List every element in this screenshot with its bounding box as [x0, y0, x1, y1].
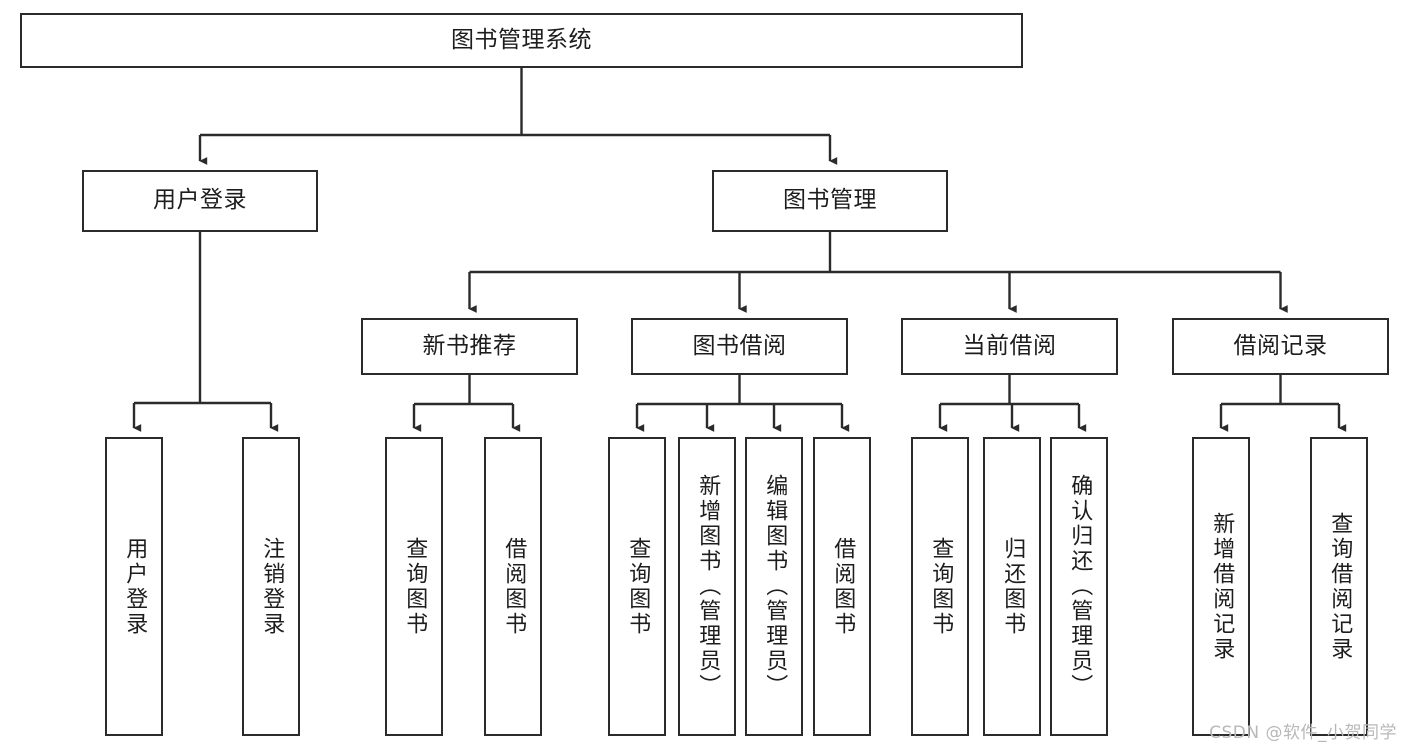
node-label: 图书管理: [783, 187, 877, 214]
node-label: 图书借阅: [692, 332, 787, 359]
node-label: 借阅图书: [501, 536, 527, 637]
node-label: 图书管理系统: [451, 26, 592, 53]
node-label: 新增借阅记录: [1209, 511, 1235, 662]
node-current-borrow[interactable]: 当前借阅: [901, 318, 1118, 375]
node-label: 用户登录: [153, 187, 247, 214]
node-leaf-query-record[interactable]: 查询借阅记录: [1310, 437, 1368, 736]
node-leaf-query-book-3[interactable]: 查询图书: [911, 437, 969, 736]
node-new-book-rec[interactable]: 新书推荐: [361, 318, 578, 375]
node-leaf-return-book[interactable]: 归还图书: [983, 437, 1041, 736]
node-label: 新增图书（管理员）: [695, 474, 721, 699]
watermark: CSDN @软件_小贺同学: [1209, 723, 1397, 743]
node-leaf-logout[interactable]: 注销登录: [242, 437, 300, 736]
node-label: 当前借阅: [962, 332, 1057, 359]
node-label: 借阅记录: [1233, 332, 1328, 359]
node-leaf-query-book-2[interactable]: 查询图书: [608, 437, 666, 736]
node-label: 查询图书: [928, 536, 954, 637]
node-leaf-user-login[interactable]: 用户登录: [105, 437, 163, 736]
node-root[interactable]: 图书管理系统: [20, 13, 1023, 68]
node-borrow-record[interactable]: 借阅记录: [1172, 318, 1389, 375]
node-leaf-add-record[interactable]: 新增借阅记录: [1192, 437, 1250, 736]
node-label: 新书推荐: [422, 332, 517, 359]
node-leaf-borrow-book-1[interactable]: 借阅图书: [484, 437, 542, 736]
node-label: 归还图书: [1000, 536, 1026, 637]
node-leaf-edit-book[interactable]: 编辑图书（管理员）: [745, 437, 803, 736]
node-label: 查询图书: [625, 536, 651, 637]
node-leaf-confirm-return[interactable]: 确认归还（管理员）: [1050, 437, 1108, 736]
node-leaf-add-book[interactable]: 新增图书（管理员）: [678, 437, 736, 736]
node-label: 用户登录: [122, 536, 148, 637]
node-leaf-borrow-book-2[interactable]: 借阅图书: [813, 437, 871, 736]
node-user-login[interactable]: 用户登录: [82, 170, 318, 232]
node-book-manage[interactable]: 图书管理: [712, 170, 948, 232]
node-label: 确认归还（管理员）: [1067, 474, 1093, 699]
node-label: 借阅图书: [830, 536, 856, 637]
node-label: 编辑图书（管理员）: [762, 474, 788, 699]
node-label: 查询图书: [402, 536, 428, 637]
node-book-borrow[interactable]: 图书借阅: [631, 318, 848, 375]
node-label: 注销登录: [259, 536, 285, 637]
node-label: 查询借阅记录: [1327, 511, 1353, 662]
node-leaf-query-book-1[interactable]: 查询图书: [385, 437, 443, 736]
